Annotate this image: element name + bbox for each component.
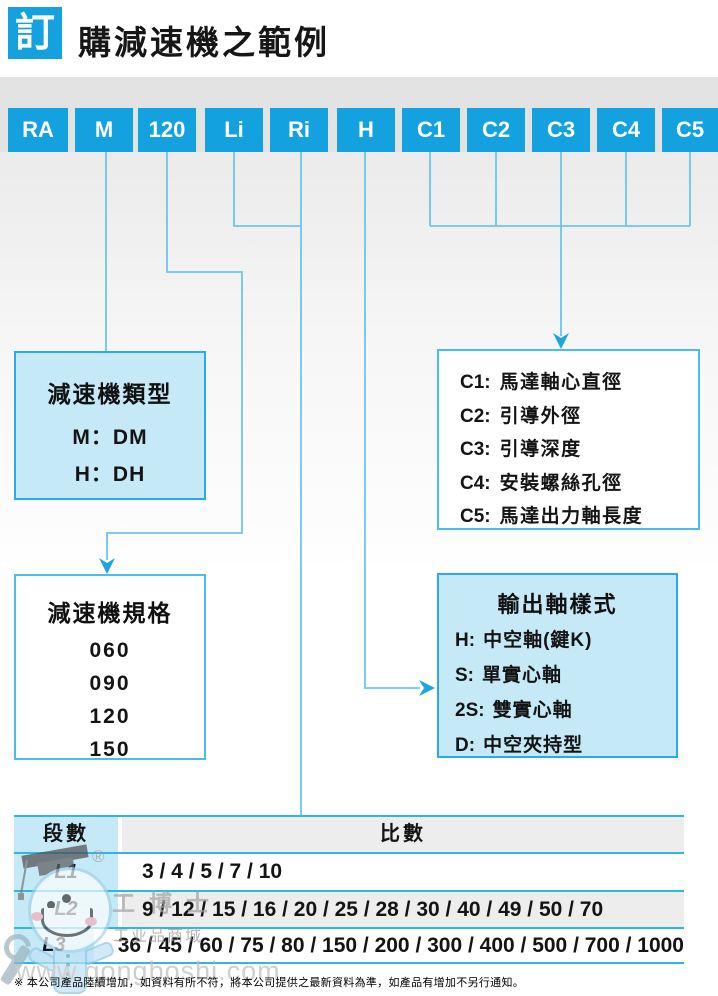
stage-ratios: 9 / 12 / 15 / 16 / 20 / 25 / 28 / 30 / 4…	[122, 892, 684, 927]
code-box-c2: C2	[467, 108, 525, 152]
code-box-m: M	[75, 108, 133, 152]
c-code-item: C4:安裝螺絲孔徑	[460, 472, 623, 494]
code-box-c4: C4	[597, 108, 655, 152]
reducer-type-item: H：DH	[74, 463, 146, 486]
footer-note: ※ 本公司產品陸續增加，如資料有所不符，將本公司提供之最新資料為準，如產品有增加…	[14, 977, 525, 989]
reducer-type-box: 減速機類型 M：DM H：DH	[14, 351, 206, 500]
output-shaft-item: 2S:雙實心軸	[455, 700, 573, 721]
reducer-spec-item: 060	[89, 639, 131, 662]
page-title: 購減速機之範例	[78, 24, 330, 61]
c-code-item: C3:引導深度	[460, 439, 582, 460]
column-header-ratios: 比數	[122, 817, 684, 852]
output-shaft-title: 輸出軸樣式	[497, 592, 618, 617]
output-shaft-item: S:單實心軸	[455, 665, 563, 686]
table-row-l1: L1 3 / 4 / 5 / 7 / 10	[14, 854, 684, 892]
connector-li	[233, 152, 301, 227]
stage-ratios: 36 / 45 / 60 / 75 / 80 / 150 / 200 / 300…	[117, 934, 684, 957]
code-box-c5: C5	[662, 108, 718, 152]
reducer-spec-title: 減速機規格	[47, 600, 173, 626]
connector-120	[106, 152, 243, 560]
code-box-ra: RA	[8, 108, 68, 152]
output-shaft-item: H:中空軸(鍵K)	[455, 630, 593, 651]
reducer-spec-box: 減速機規格 060 090 120 150	[14, 574, 206, 761]
arrow-right-output-box	[419, 680, 435, 696]
connector-h	[364, 152, 420, 689]
table-row-l3: L3 36 / 45 / 60 / 75 / 80 / 150 / 200 / …	[14, 929, 684, 964]
code-box-li: Li	[205, 108, 263, 152]
c-codes-box: C1:馬達軸心直徑 C2:引導外徑 C3:引導深度 C4:安裝螺絲孔徑 C5:馬…	[437, 349, 700, 530]
stage-label: L3	[14, 929, 98, 962]
output-shaft-item: D:中空夾持型	[455, 735, 584, 756]
code-box-c3: C3	[532, 108, 590, 152]
reducer-spec-item: 120	[89, 705, 131, 728]
code-box-c1: C1	[402, 108, 460, 152]
column-header-stages: 段數	[14, 817, 122, 852]
code-box-120: 120	[138, 108, 196, 152]
stage-label: L2	[14, 892, 122, 927]
reducer-spec-item: 090	[89, 672, 131, 695]
ratio-table-header: 段數 比數	[14, 817, 684, 854]
stage-label: L1	[14, 854, 122, 890]
output-shaft-box: 輸出軸樣式 H:中空軸(鍵K) S:單實心軸 2S:雙實心軸 D:中空夾持型	[437, 573, 678, 758]
reducer-type-item: M：DM	[72, 426, 148, 449]
c-code-item: C5:馬達出力軸長度	[460, 506, 644, 527]
arrow-down-c-box	[553, 333, 569, 349]
reducer-spec-item: 150	[89, 738, 131, 761]
ratio-table: 段數 比數 L1 3 / 4 / 5 / 7 / 10 L2 9 / 12 / …	[14, 815, 684, 964]
order-badge: 訂	[8, 7, 62, 59]
reducer-type-title: 減速機類型	[47, 381, 173, 407]
arrow-down-spec-box	[99, 558, 115, 574]
c-code-item: C2:引導外徑	[460, 405, 582, 427]
stage-ratios: 3 / 4 / 5 / 7 / 10	[142, 860, 283, 883]
table-row-l2: L2 9 / 12 / 15 / 16 / 20 / 25 / 28 / 30 …	[14, 892, 684, 929]
code-box-h: H	[337, 108, 395, 152]
c-code-item: C1:馬達軸心直徑	[460, 372, 623, 393]
code-box-ri: Ri	[270, 108, 328, 152]
